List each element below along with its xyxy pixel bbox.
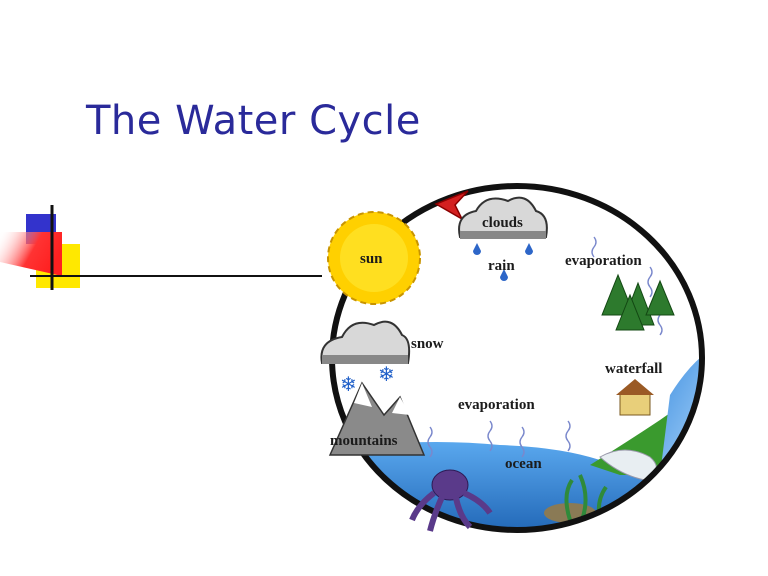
label-rain: rain	[488, 258, 515, 274]
raindrop-icons	[473, 243, 533, 281]
corner-decoration	[0, 205, 322, 290]
snowflake-icons: ❄ ❄	[340, 362, 395, 396]
rain-cloud-icon	[458, 196, 548, 239]
label-waterfall: waterfall	[605, 361, 662, 377]
house-icon	[616, 379, 654, 416]
snow-cloud-icon	[320, 320, 411, 364]
svg-text:❄: ❄	[340, 372, 357, 396]
octopus-icon	[409, 469, 493, 532]
water-cycle-diagram: sun clouds rain evaporation snow ❄ ❄ mou…	[320, 183, 705, 533]
slide-title: The Water Cycle	[86, 98, 421, 144]
label-clouds: clouds	[482, 215, 523, 231]
pine-trees-icon	[601, 273, 675, 331]
label-evaporation-top: evaporation	[565, 253, 642, 269]
mountains-icon	[328, 381, 426, 456]
label-snow: snow	[411, 336, 444, 352]
svg-text:❄: ❄	[378, 362, 395, 386]
deco-red-fade	[0, 232, 62, 276]
evaporation-wisps-mid	[427, 420, 571, 458]
label-ocean: ocean	[505, 456, 542, 472]
label-sun: sun	[360, 251, 383, 267]
label-evaporation-mid: evaporation	[458, 397, 535, 413]
sun-icon	[327, 211, 421, 305]
label-mountains: mountains	[330, 433, 398, 449]
